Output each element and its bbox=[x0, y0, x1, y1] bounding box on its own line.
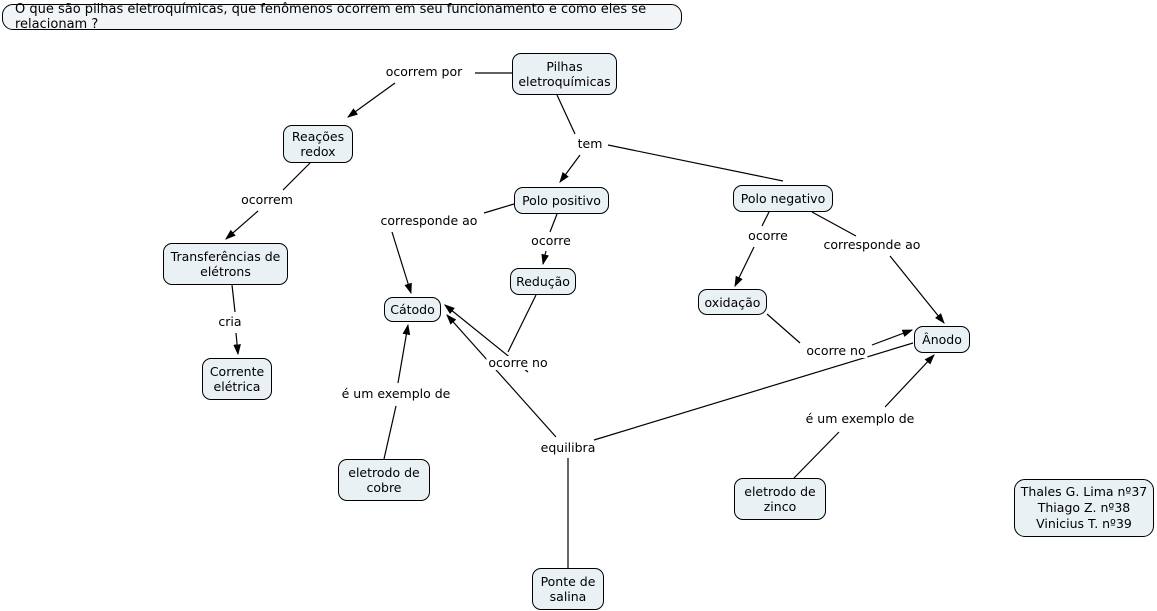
concept-node-ponte[interactable]: Ponte de salina bbox=[532, 568, 604, 610]
concept-node-label: Ânodo bbox=[922, 332, 962, 347]
concept-node-el_zinco[interactable]: eletrodo de zinco bbox=[734, 478, 826, 520]
edge-segment-e6 bbox=[483, 203, 515, 214]
edge-segment-e5 bbox=[231, 284, 236, 313]
edge-arrow-e11 bbox=[889, 255, 945, 324]
edge-arrow-e13 bbox=[446, 314, 557, 438]
concept-node-label: Corrente elétrica bbox=[209, 364, 265, 394]
edge-arrow-e7 bbox=[541, 250, 549, 266]
edge-arrow-e15 bbox=[884, 354, 935, 408]
concept-node-el_cobre[interactable]: eletrodo de cobre bbox=[338, 459, 430, 501]
edge-segment-e12 bbox=[766, 313, 801, 344]
concept-node-corrente[interactable]: Corrente elétrica bbox=[202, 358, 272, 400]
question-title-text: O que são pilhas eletroquímicas, que fen… bbox=[15, 2, 647, 32]
concept-node-catodo[interactable]: Cátodo bbox=[384, 297, 441, 322]
edge-arrow-e2 bbox=[559, 154, 581, 183]
concept-node-label: oxidação bbox=[704, 294, 761, 310]
edge-segment-e11 bbox=[811, 211, 857, 237]
concept-node-label: Polo positivo bbox=[522, 193, 601, 208]
authors-text: Thales G. Lima nº37 Thiago Z. nº38 Vinic… bbox=[1020, 484, 1148, 531]
concept-node-anodo[interactable]: Ânodo bbox=[914, 326, 970, 353]
edge-label: corresponde ao bbox=[821, 237, 923, 252]
edge-arrow-e4 bbox=[225, 210, 259, 240]
concept-node-label: Cátodo bbox=[390, 302, 435, 317]
edge-segment-e9 bbox=[383, 405, 397, 460]
edge-arrow-e10 bbox=[734, 246, 755, 288]
concept-node-label: Pilhas eletroquímicas bbox=[518, 59, 611, 89]
edge-label: ocorre bbox=[746, 228, 790, 243]
concept-node-label: Reações redox bbox=[291, 129, 345, 159]
edge-label: equilibra bbox=[538, 440, 598, 455]
edge-arrow-e1 bbox=[347, 82, 396, 118]
edge-segment-e4 bbox=[282, 162, 311, 191]
edge-label: é um exemplo de bbox=[339, 386, 453, 401]
concept-node-label: Redução bbox=[516, 274, 570, 289]
concept-node-polo_pos[interactable]: Polo positivo bbox=[514, 187, 609, 214]
edge-segment-e2 bbox=[556, 94, 576, 135]
edge-arrow-e6 bbox=[391, 231, 412, 295]
edge-segment-e7 bbox=[549, 213, 558, 233]
edge-label: ocorre no bbox=[804, 343, 868, 358]
edge-label: ocorrem por bbox=[383, 64, 465, 79]
concept-node-polo_neg[interactable]: Polo negativo bbox=[733, 185, 833, 212]
edge-segment-e10 bbox=[761, 211, 770, 227]
concept-node-pilhas[interactable]: Pilhas eletroquímicas bbox=[512, 53, 617, 95]
edge-label: é um exemplo de bbox=[803, 411, 917, 426]
question-title-box: O que são pilhas eletroquímicas, que fen… bbox=[2, 2, 682, 32]
edge-segment-e8 bbox=[507, 294, 537, 353]
concept-node-label: eletrodo de zinco bbox=[744, 484, 816, 514]
edge-label: ocorre no bbox=[486, 355, 550, 370]
authors-box: Thales G. Lima nº37 Thiago Z. nº38 Vinic… bbox=[1014, 479, 1154, 537]
edge-label: cria bbox=[216, 314, 244, 329]
edge-label: corresponde ao bbox=[378, 213, 480, 228]
concept-node-reducao[interactable]: Redução bbox=[510, 268, 576, 295]
edge-label: ocorre bbox=[529, 233, 573, 248]
edge-segment-e3 bbox=[607, 144, 784, 182]
edge-arrow-e9 bbox=[397, 323, 411, 384]
edge-label: tem bbox=[575, 136, 605, 151]
edge-label: ocorrem bbox=[239, 192, 295, 207]
edge-arrow-e12 bbox=[871, 329, 914, 346]
concept-node-oxidacao[interactable]: oxidação bbox=[698, 289, 767, 315]
edge-arrow-e5 bbox=[233, 332, 241, 356]
edge-segment-e15 bbox=[793, 431, 840, 479]
concept-node-transf[interactable]: Transferências de elétrons bbox=[163, 243, 288, 285]
concept-node-label: Polo negativo bbox=[740, 191, 826, 206]
concept-node-label: Ponte de salina bbox=[540, 574, 596, 604]
concept-node-reacoes[interactable]: Reações redox bbox=[283, 125, 353, 163]
concept-node-label: eletrodo de cobre bbox=[348, 465, 420, 495]
concept-node-label: Transferências de elétrons bbox=[170, 249, 281, 279]
